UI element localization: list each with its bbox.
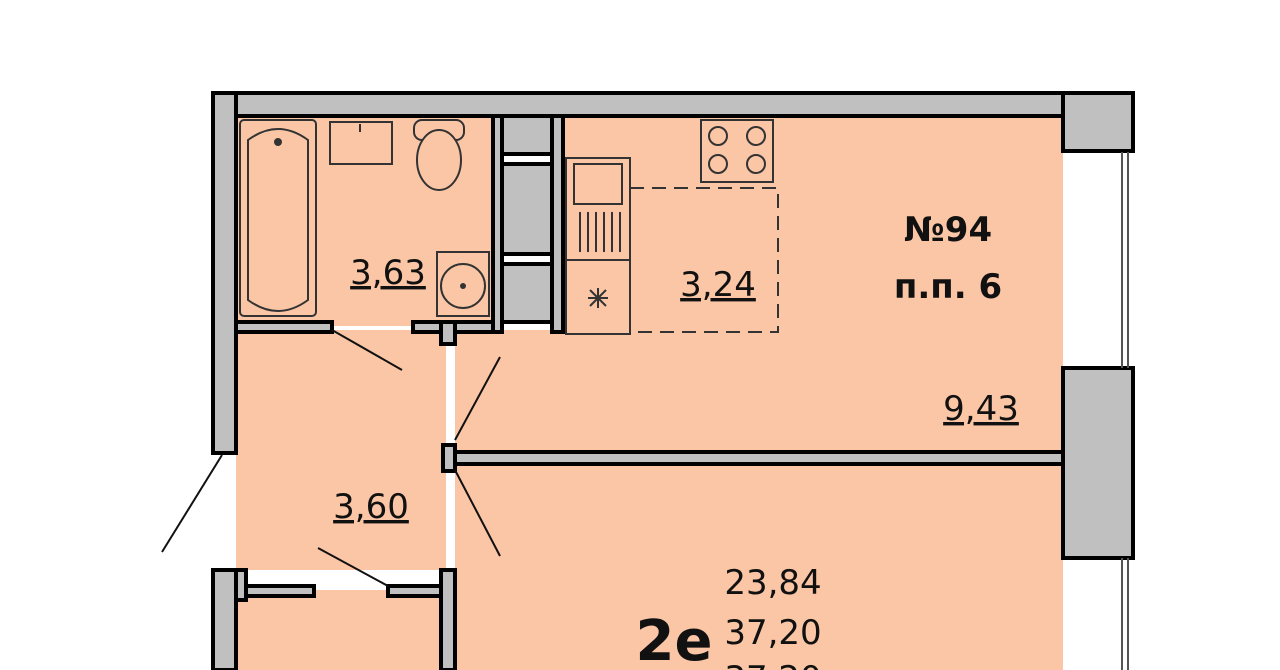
hall-floor xyxy=(236,330,446,570)
walls xyxy=(211,91,1135,670)
apartment-number: №94 xyxy=(904,210,992,250)
drainboard-icon xyxy=(579,212,621,252)
kitchen-sink-icon xyxy=(573,163,623,205)
kitchen-zone-outline xyxy=(630,187,779,333)
sink-icon xyxy=(329,121,393,165)
right-wall-pier xyxy=(1061,366,1135,560)
hall-upper-floor xyxy=(455,330,565,456)
left-wall-upper xyxy=(211,91,238,455)
bedroom-wall xyxy=(441,450,1065,466)
closet-partition-right xyxy=(386,584,448,598)
floor-label: п.п. 6 xyxy=(894,267,1002,307)
apartment-type: 2е xyxy=(636,609,713,670)
kitchen-living-floor xyxy=(563,116,1063,456)
shaft-3 xyxy=(500,262,554,324)
left-wall-lower xyxy=(211,568,238,670)
bathroom-area: 3,63 xyxy=(350,253,426,293)
shaft-partition xyxy=(491,114,504,334)
closet-wall xyxy=(439,568,457,670)
windows xyxy=(1121,152,1129,670)
vent-icon xyxy=(588,288,608,308)
bedroom-floor xyxy=(455,464,1063,670)
living-door-leaf xyxy=(454,356,501,441)
closet-floor xyxy=(236,590,446,670)
room-fills xyxy=(236,116,1063,670)
door-swings xyxy=(161,329,501,587)
shaft-1 xyxy=(500,114,554,156)
partitions xyxy=(234,114,1065,670)
bedroom-door-leaf xyxy=(454,469,501,557)
entry-door-leaf xyxy=(161,454,223,553)
left-closet-stub xyxy=(234,568,248,602)
hall-area: 3,60 xyxy=(333,487,409,527)
kitchen-fixtures xyxy=(565,119,779,335)
right-wall-top xyxy=(1061,91,1135,153)
closet-door-leaf xyxy=(317,547,389,587)
stove-icon xyxy=(700,119,774,183)
toilet-bowl-icon xyxy=(416,129,462,191)
kitchen-area: 3,24 xyxy=(680,265,756,305)
top-wall xyxy=(211,91,1135,118)
hall-stub xyxy=(439,320,457,346)
living-area-total: 23,84 xyxy=(724,563,821,603)
bath-door-leaf xyxy=(331,329,403,371)
main-room-area: 9,43 xyxy=(943,389,1019,429)
total-area-2: 37,20 xyxy=(724,659,821,670)
shaft-partition-right xyxy=(550,114,565,334)
shaft-2 xyxy=(500,162,554,256)
counter-icon xyxy=(565,157,631,335)
bedroom-wall-stub xyxy=(441,443,457,473)
bath-partition-left xyxy=(234,320,334,334)
total-area: 37,20 xyxy=(724,613,821,653)
bathroom-fixtures xyxy=(239,119,490,317)
